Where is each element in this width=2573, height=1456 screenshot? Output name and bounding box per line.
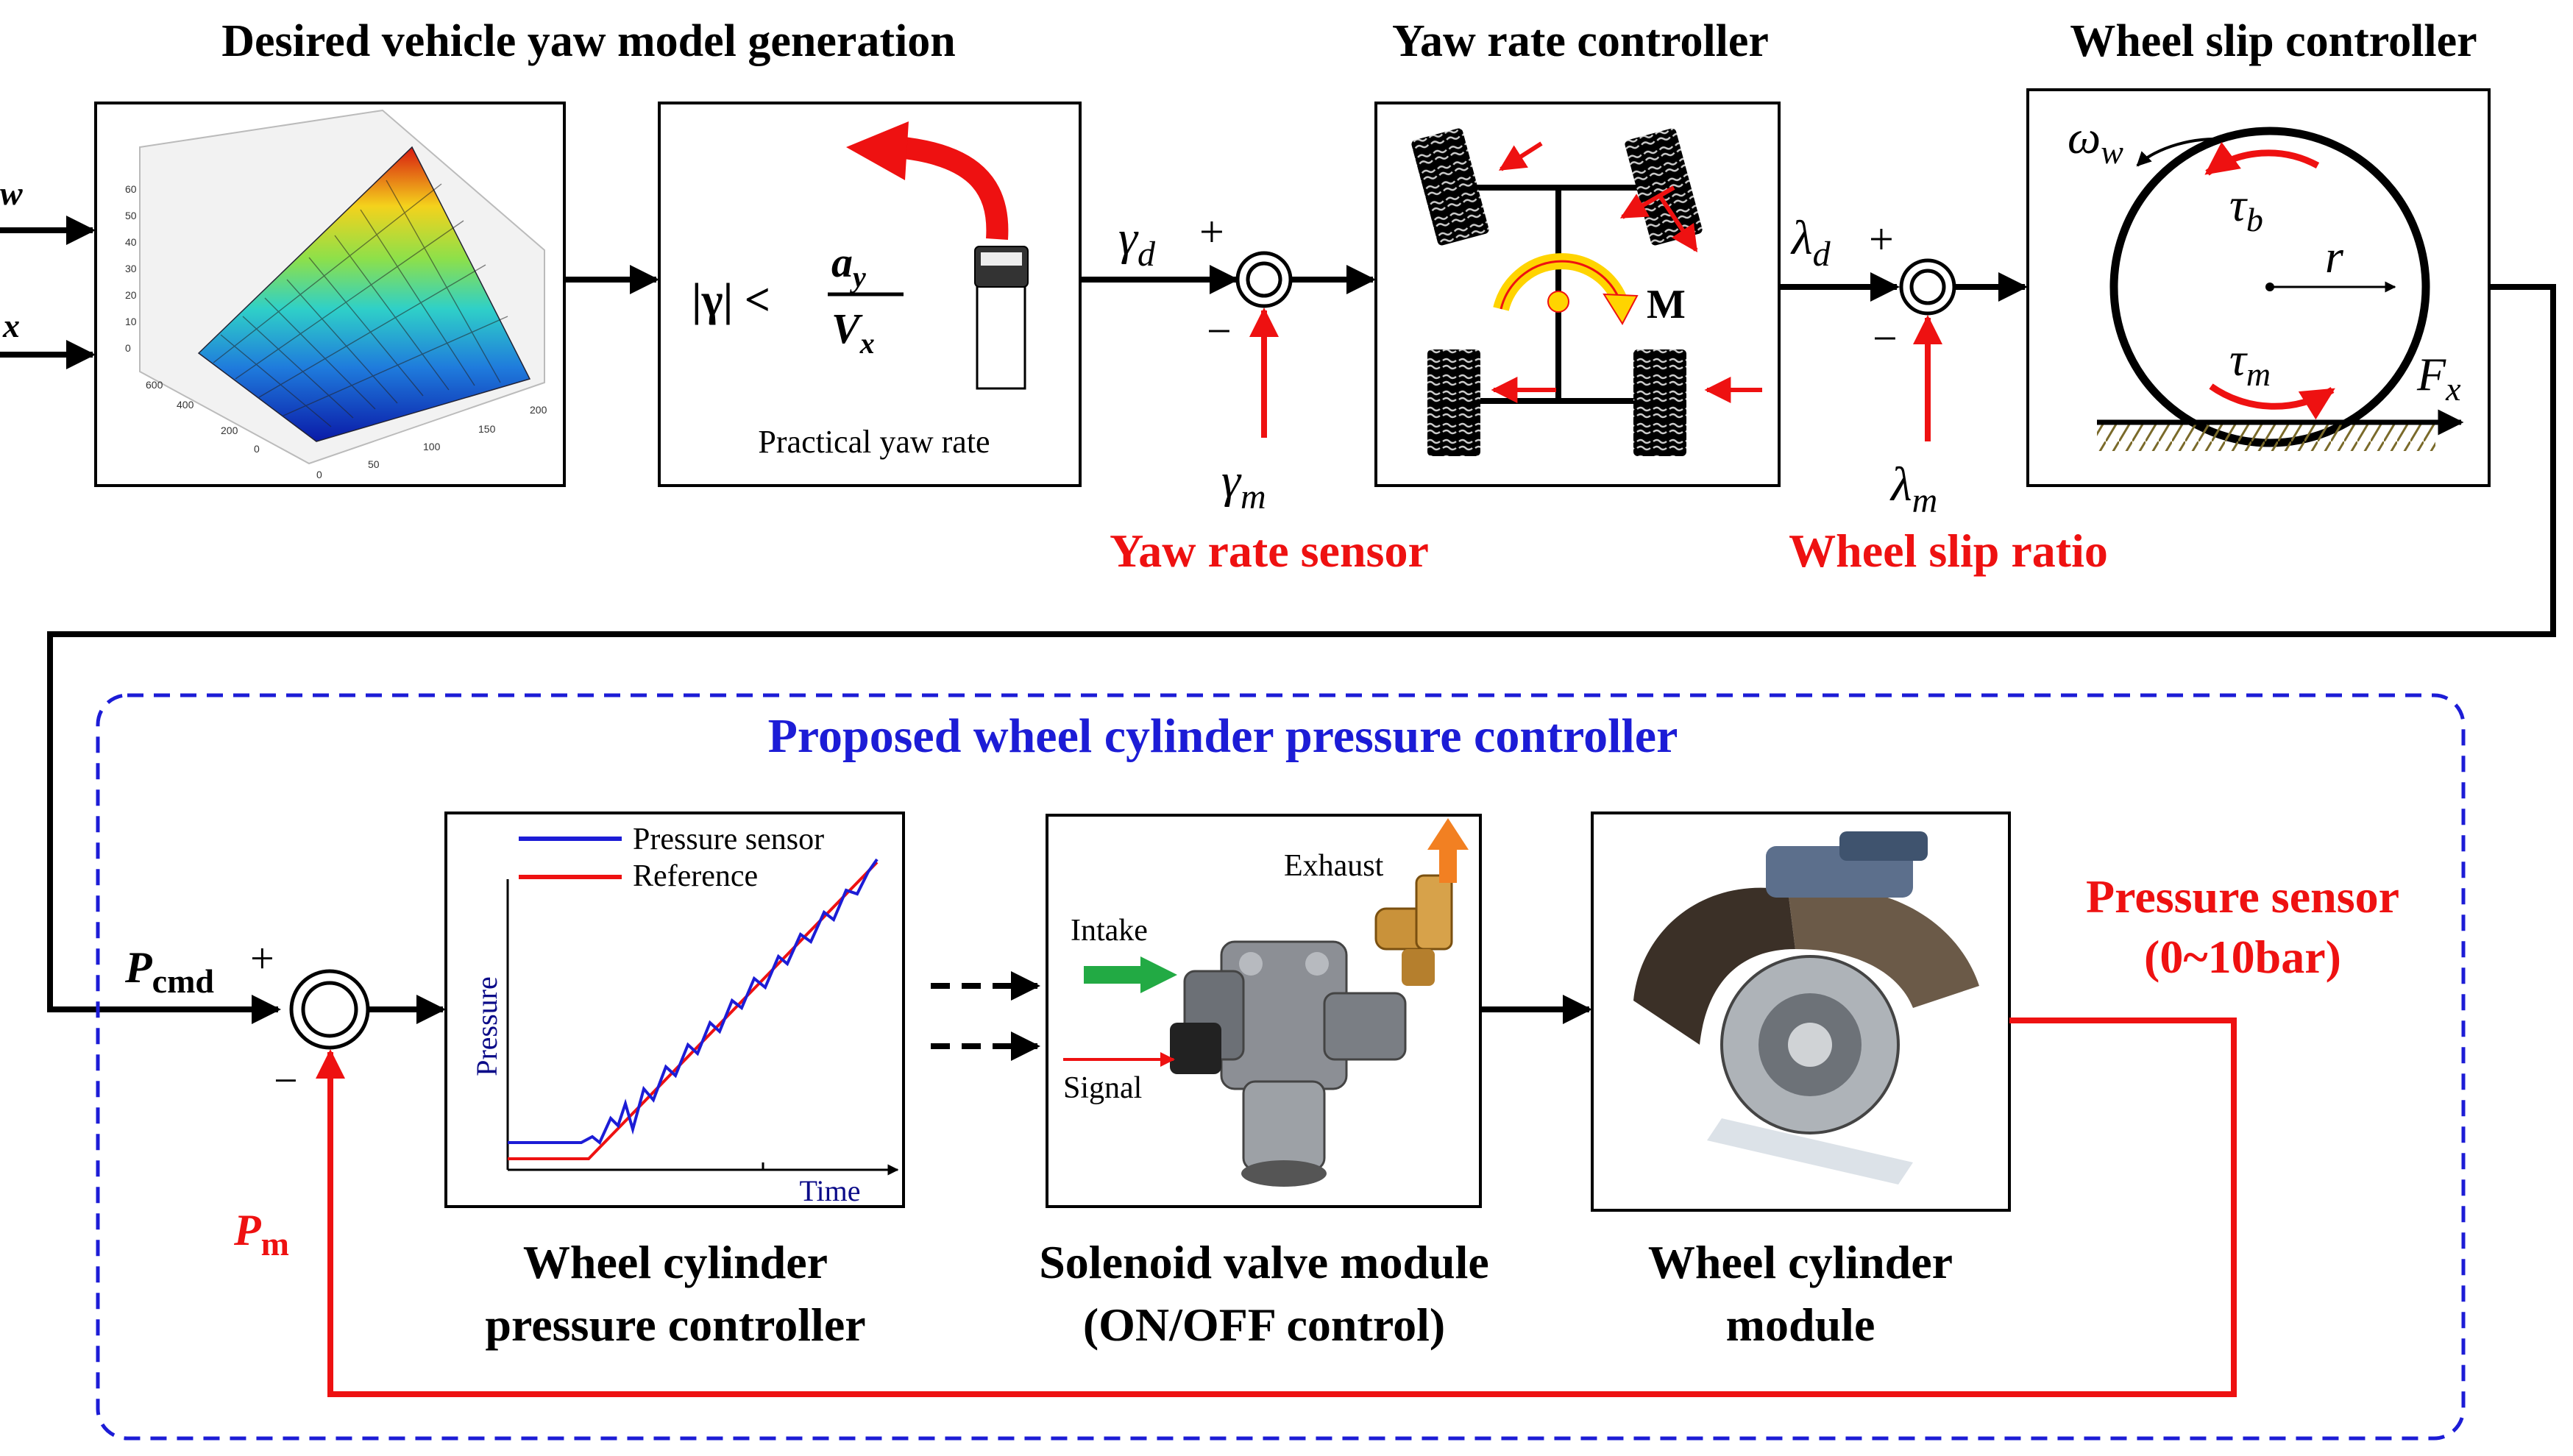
desired-yaw-title: Desired vehicle yaw model generation — [221, 16, 956, 66]
brake-drum-icon — [1633, 831, 1979, 1185]
yaw-controller-box: M — [1374, 102, 1781, 487]
sum1-minus: − — [1207, 307, 1232, 355]
practical-yaw-label: Practical yaw rate — [758, 424, 990, 460]
tau-b-label: τb — [2229, 179, 2263, 238]
surface-tick-label: 30 — [125, 263, 137, 274]
gamma-d-label: γd — [1118, 211, 1156, 274]
surface-tick-label: 0 — [125, 342, 131, 354]
sum-junction-1 — [1235, 251, 1293, 308]
surface-tick-label: 600 — [146, 379, 163, 391]
yaw-controller-title: Yaw rate controller — [1392, 16, 1769, 66]
pressure-feedback-line — [316, 1018, 2237, 1397]
cylinder-caption-1: Wheel cylinder — [1648, 1236, 1953, 1288]
pressure-sensor-label: Pressure sensor — [2086, 870, 2399, 923]
proposed-controller-title: Proposed wheel cylinder pressure control… — [768, 709, 1678, 763]
surface-tick-label: 0 — [254, 443, 260, 455]
plot-xlabel: Time — [799, 1174, 860, 1207]
pressure-range-label: (0~10bar) — [2144, 931, 2341, 983]
sum-junction-2 — [1899, 258, 1956, 316]
reference-line — [508, 861, 879, 1160]
legend-pressure-sensor: Pressure sensor — [633, 823, 824, 856]
surface-tick-label: 200 — [530, 404, 547, 416]
plot-ylabel: Pressure — [470, 976, 503, 1076]
sum1-plus: + — [1199, 207, 1224, 256]
surface-tick-label: 50 — [125, 210, 137, 221]
yaw-rate-sensor-label: Yaw rate sensor — [1110, 525, 1429, 577]
connector-top-to-bottom — [47, 284, 2556, 1024]
signal-label: Signal — [1063, 1071, 1142, 1105]
wheel-front-left — [1411, 128, 1489, 246]
input-label-w: w — [0, 174, 23, 212]
p-m-label: Pm — [233, 1206, 289, 1263]
sum3-plus: + — [250, 934, 274, 982]
legend-reference: Reference — [633, 859, 758, 893]
omega-w-label: ωw — [2068, 111, 2123, 171]
surface-tick-label: 200 — [221, 425, 238, 436]
p-cmd-label: Pcmd — [124, 943, 214, 1000]
formula-lhs: |γ| < — [692, 275, 770, 325]
sum2-plus: + — [1869, 215, 1894, 263]
surface-tick-label: 100 — [423, 441, 441, 452]
cog-icon — [1547, 291, 1569, 313]
surface-tick-label: 40 — [125, 236, 137, 248]
lambda-d-label: λd — [1790, 211, 1831, 274]
input-label-x: x — [2, 307, 20, 344]
cylinder-caption-2: module — [1726, 1299, 1875, 1351]
sum3-minus: − — [274, 1057, 298, 1104]
surface-tick-label: 10 — [125, 316, 137, 327]
practical-yaw-box: |γ| < ay Vx Practical yaw rate — [658, 102, 1082, 487]
surface-tick-label: 150 — [478, 423, 496, 435]
slip-controller-title: Wheel slip controller — [2070, 16, 2477, 66]
proposed-controller-group — [96, 693, 2466, 1441]
fx-label: Fx — [2416, 348, 2461, 408]
pressure-controller-box: Pressure Time Pressure sensor Reference — [444, 812, 905, 1208]
controller-caption-1: Wheel cylinder — [523, 1236, 828, 1288]
valve-caption-1: Solenoid valve module — [1039, 1236, 1489, 1288]
valve-caption-2: (ON/OFF control) — [1083, 1299, 1445, 1351]
formula-denominator: Vx — [831, 305, 875, 360]
solenoid-valve-box: Exhaust Intake Signal — [1046, 814, 1482, 1208]
exhaust-label: Exhaust — [1284, 849, 1384, 883]
pressure-sensor-line — [508, 858, 879, 1146]
wheel-rear-right — [1633, 349, 1686, 456]
yaw-arrow-icon — [896, 136, 1009, 240]
moment-label: M — [1647, 282, 1686, 327]
gamma-m-label: γm — [1221, 454, 1266, 516]
controller-caption-2: pressure controller — [485, 1299, 865, 1351]
wheel-slip-ratio-label: Wheel slip ratio — [1789, 525, 2108, 577]
radius-label: r — [2325, 230, 2344, 283]
sum-junction-3 — [289, 969, 370, 1050]
surface-tick-label: 50 — [368, 458, 380, 470]
tau-m-label: τm — [2229, 333, 2271, 393]
wheel-rear-left — [1427, 349, 1480, 456]
lambda-m-label: λm — [1889, 458, 1937, 520]
wheel-slip-box: ωw τb r τm Fx — [2026, 88, 2491, 487]
surface-tick-label: 60 — [125, 183, 137, 195]
valve-body-icon — [1170, 874, 1453, 1187]
surface-tick-label: 0 — [316, 469, 322, 480]
vehicle-icon — [974, 246, 1029, 390]
surface-tick-label: 400 — [177, 399, 194, 411]
wheel-cylinder-box — [1591, 812, 2011, 1212]
sum2-minus: − — [1873, 314, 1898, 363]
intake-label: Intake — [1071, 914, 1148, 948]
surface-tick-label: 20 — [125, 289, 137, 301]
formula-numerator: ay — [831, 238, 866, 294]
